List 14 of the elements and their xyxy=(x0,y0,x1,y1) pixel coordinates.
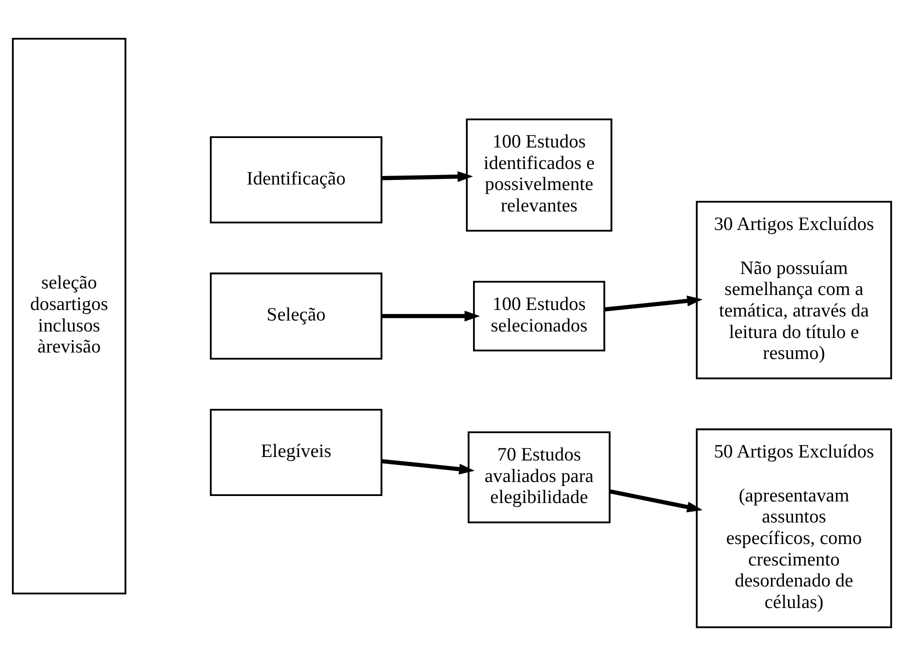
node-box: Seleção xyxy=(210,272,382,360)
node-box: 30 Artigos Excluídos Não possuíam semelhança com a temática, através da leitura do título e resumo) xyxy=(696,200,892,380)
arrow xyxy=(382,310,480,322)
node-box: Identificação xyxy=(210,136,382,224)
arrow xyxy=(382,171,474,182)
arrow xyxy=(604,296,703,312)
arrow xyxy=(610,489,703,512)
node-box: 100 Estudos selecionados xyxy=(473,280,606,352)
node-box: 50 Artigos Excluídos (apresentavam assuntos específicos, como crescimento desordenado de células) xyxy=(696,428,892,628)
node-box: 100 Estudos identificados e possivelmente relevantes xyxy=(466,118,612,232)
node-box: 70 Estudos avaliados para elegibilidade xyxy=(468,431,611,524)
node-box: Elegíveis xyxy=(210,408,382,496)
arrow xyxy=(382,459,475,475)
node-box: seleção dosartigos inclusos àrevisão xyxy=(12,38,126,594)
